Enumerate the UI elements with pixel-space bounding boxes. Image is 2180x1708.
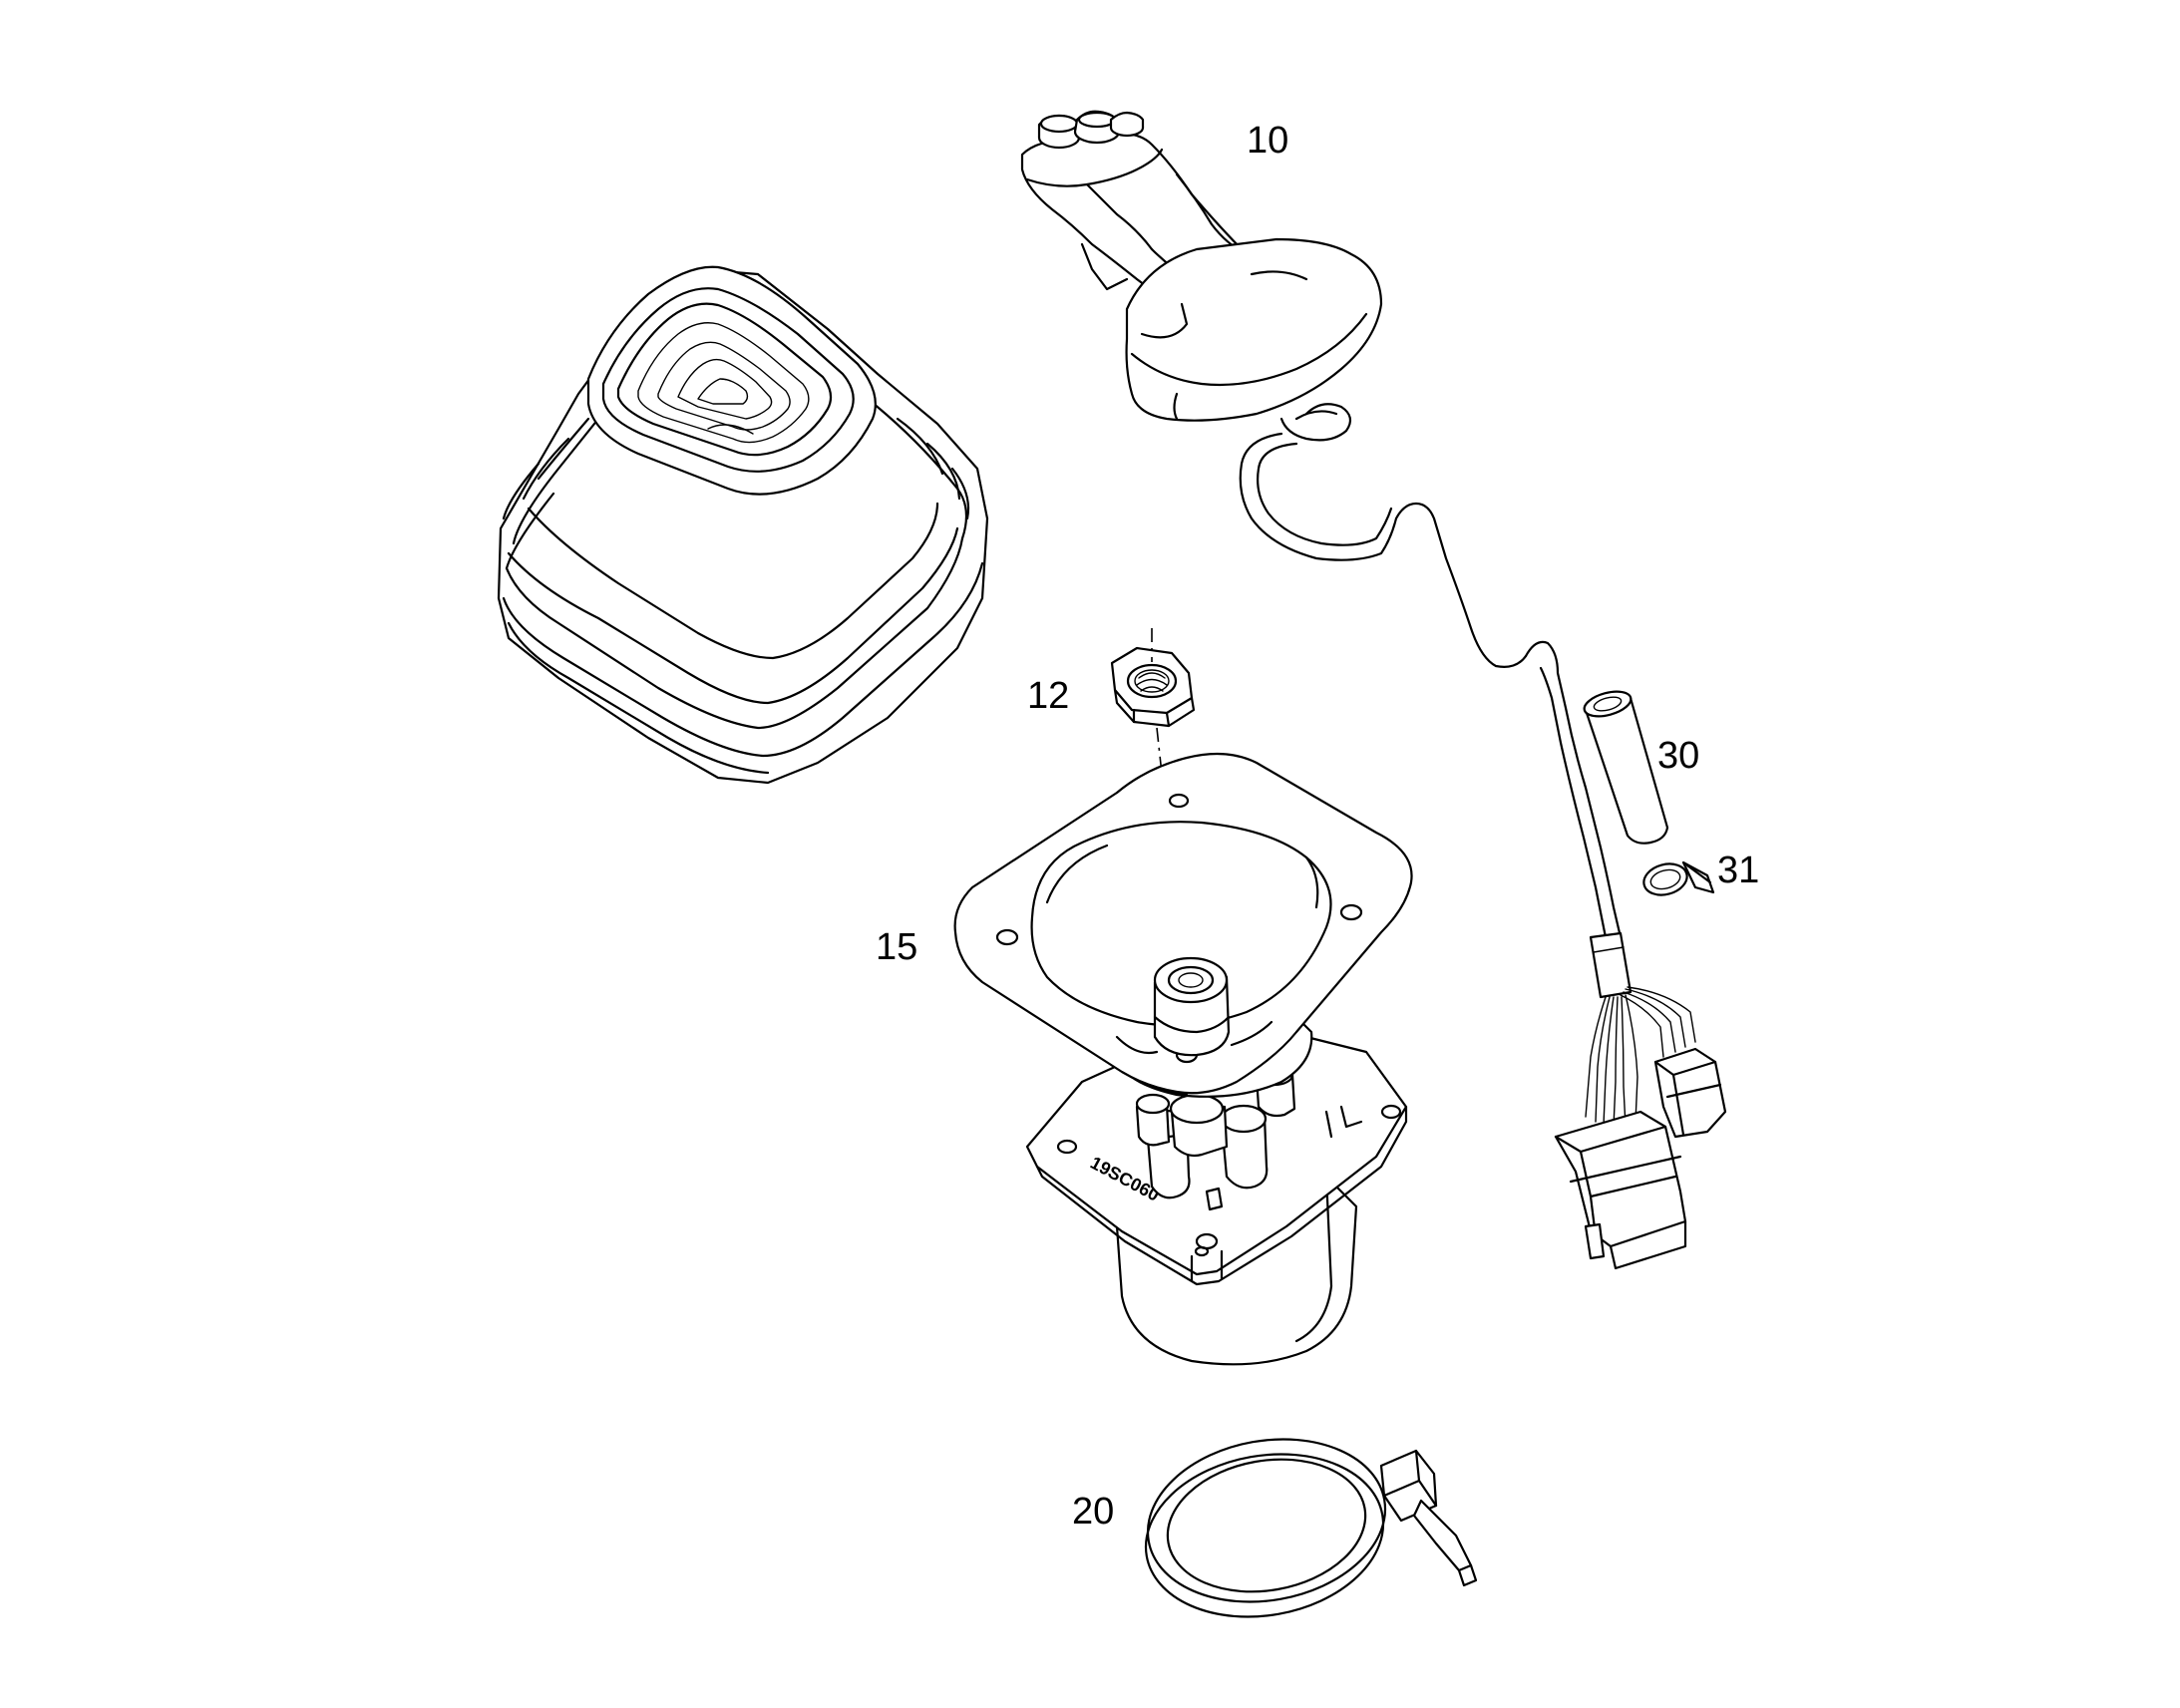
- joystick-handle: [1020, 110, 1727, 1270]
- sleeve: [1583, 690, 1669, 845]
- nut: [1110, 628, 1196, 728]
- callout-sleeve: 30: [1657, 735, 1699, 777]
- callout-joystick-handle: 10: [1247, 120, 1288, 162]
- control-valve: 19SC060: [953, 752, 1413, 1366]
- callout-clamp-ring: 20: [1072, 1491, 1114, 1533]
- rubber-boot: [497, 265, 989, 785]
- callout-nut: 12: [1027, 675, 1069, 717]
- callout-control-valve: 15: [876, 926, 917, 968]
- clip: [1642, 860, 1715, 896]
- clamp-ring: [1144, 1438, 1478, 1618]
- callout-clip: 31: [1717, 850, 1759, 891]
